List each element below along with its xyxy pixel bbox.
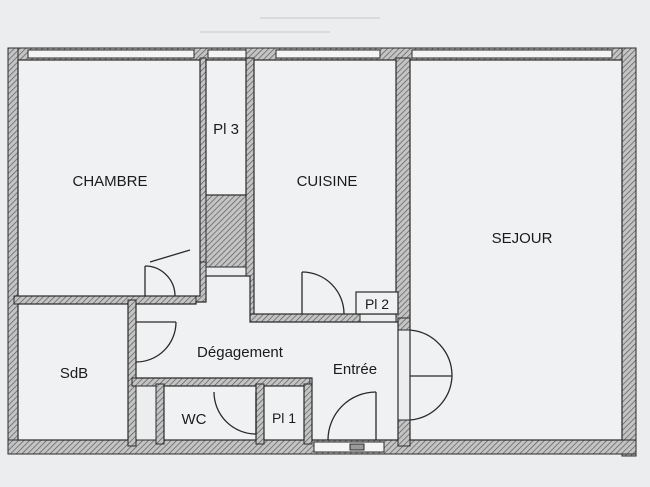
room-cuisine: [253, 59, 397, 315]
wall-cuisine-right: [395, 57, 411, 323]
door-chambre-jamb: [149, 249, 191, 263]
wall-entree-right-top: [397, 317, 411, 331]
door-sdb-arc: [135, 321, 177, 363]
wall-entree-right-bottom: [397, 419, 411, 447]
label-pl1: Pl 1: [272, 410, 296, 426]
door-sejour-arc-top: [409, 329, 453, 377]
outer-wall-right: [621, 47, 637, 457]
door-entree-arc: [327, 391, 377, 441]
wall-chambre-right: [199, 57, 207, 267]
label-wc: WC: [182, 411, 207, 428]
label-cuisine: CUISINE: [297, 173, 358, 190]
room-pl3: [205, 59, 247, 196]
door-wc-arc: [213, 391, 257, 435]
room-sdb: [17, 303, 129, 441]
wall-wc-left: [155, 383, 165, 445]
door-sejour-arc-bottom: [409, 375, 453, 421]
room-outlines: [17, 59, 623, 441]
room-degagement-entree: [135, 275, 399, 441]
wall-cuisine-bottom: [249, 313, 361, 323]
wall-chambre-bottom: [13, 295, 199, 305]
label-degagement: Dégagement: [197, 344, 284, 361]
room-labels: CHAMBRE Pl 3 CUISINE SEJOUR Pl 2 Dégagem…: [60, 121, 553, 428]
label-sdb: SdB: [60, 365, 88, 382]
label-pl3: Pl 3: [213, 121, 239, 138]
label-pl2: Pl 2: [365, 296, 389, 312]
window-sejour: [411, 49, 613, 59]
label-entree: Entrée: [333, 361, 377, 378]
room-pl2: [355, 291, 399, 315]
door-step: [349, 443, 365, 451]
doors: [135, 249, 453, 441]
window-pl3: [207, 49, 247, 59]
label-sejour: SEJOUR: [492, 230, 553, 247]
outer-wall-left: [7, 47, 19, 449]
room-sejour: [409, 59, 623, 441]
wall-sdb-right: [127, 299, 137, 447]
window-cuisine: [275, 49, 381, 59]
wall-wc-pl1: [255, 383, 265, 445]
wall-pl1-right: [303, 383, 313, 445]
window-chambre: [27, 49, 195, 59]
room-pl1: [263, 385, 305, 441]
door-cuisine-arc: [301, 271, 345, 315]
wall-column-center: [201, 194, 253, 268]
windows: [27, 49, 613, 453]
entrance-threshold: [313, 441, 385, 453]
label-chambre: CHAMBRE: [72, 173, 147, 190]
door-chambre-arc: [144, 265, 176, 297]
